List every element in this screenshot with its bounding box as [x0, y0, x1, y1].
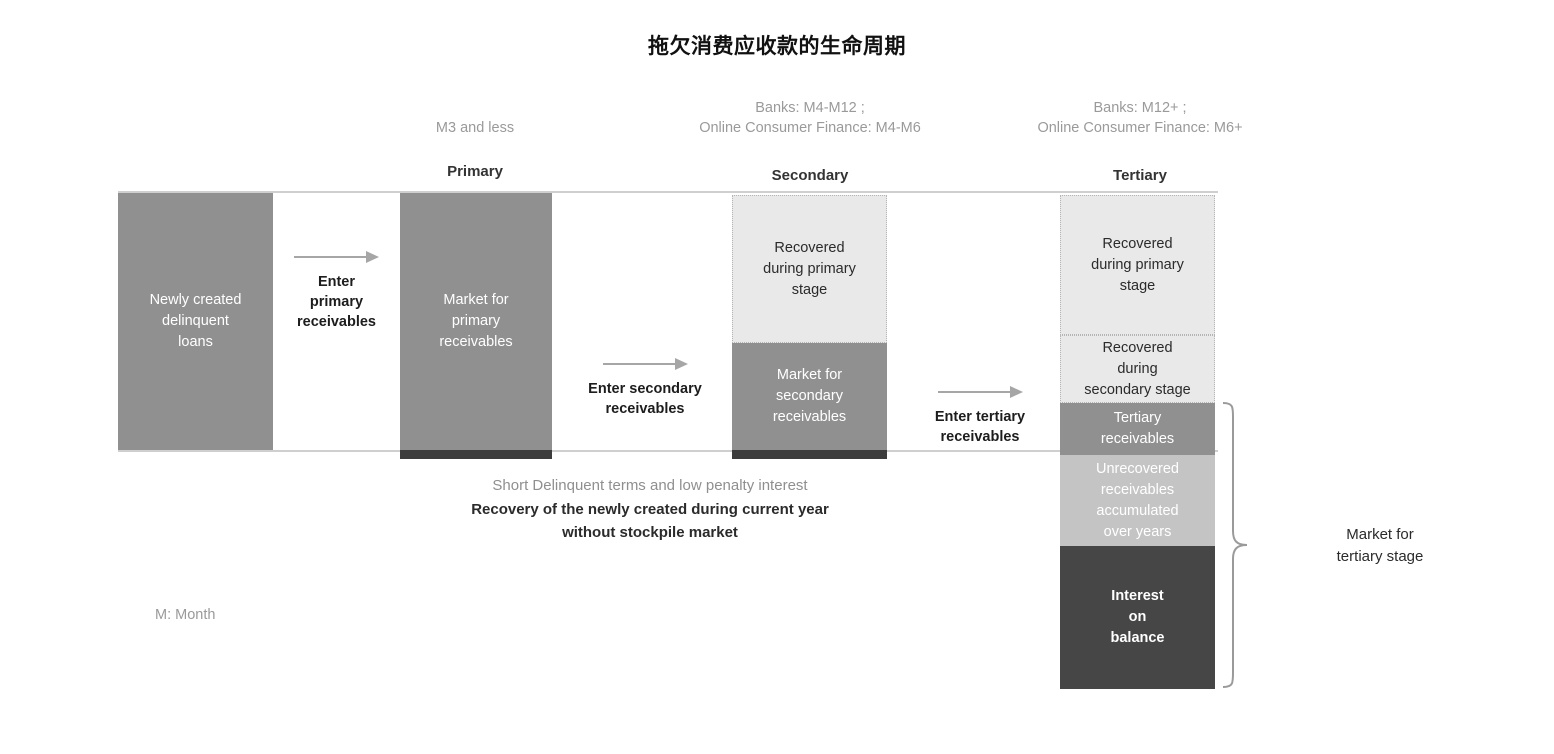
market-primary-base-bar — [400, 450, 552, 459]
legend-month-abbreviation: M: Month — [155, 607, 216, 623]
flow-enter-secondary-receivables: Enter secondary receivables — [560, 357, 730, 419]
box-label: Unrecovered receivables accumulated over… — [1095, 460, 1179, 540]
page-title: 拖欠消费应收款的生命周期 — [648, 35, 906, 58]
stage-period-secondary: Banks: M4-M12 ; Online Consumer Finance:… — [699, 100, 921, 136]
box-label: Recovered during primary stage — [1091, 235, 1184, 294]
box-label: Newly created delinquent loans — [149, 292, 242, 350]
box-market-for-secondary-receivables: Market for secondary receivables — [732, 343, 887, 450]
box-label: Market for secondary receivables — [772, 367, 847, 425]
brace-label-market-for-tertiary-stage: Market for tertiary stage — [1336, 526, 1424, 565]
chart-top-rule — [118, 191, 1218, 193]
chart-baseline — [118, 450, 1218, 452]
stage-period-tertiary: Banks: M12+ ; Online Consumer Finance: M… — [1037, 100, 1243, 136]
box-label: Recovered during secondary stage — [1084, 339, 1191, 398]
notes-block: Short Delinquent terms and low penalty i… — [330, 474, 970, 544]
box-interest-on-balance: Interest on balance — [1060, 546, 1215, 689]
flow-enter-tertiary-receivables: Enter tertiary receivables — [905, 385, 1055, 447]
flow-label: Enter primary receivables — [296, 274, 376, 330]
note-line-short-delinquent: Short Delinquent terms and low penalty i… — [492, 477, 808, 494]
flow-label: Enter tertiary receivables — [934, 409, 1026, 445]
note-line-recovery: Recovery of the newly created during cur… — [471, 501, 829, 541]
stage-period-primary: M3 and less — [435, 120, 515, 136]
box-recovered-during-primary-stage-secondary-column: Recovered during primary stage — [732, 195, 887, 343]
box-unrecovered-receivables-accumulated: Unrecovered receivables accumulated over… — [1060, 455, 1215, 546]
box-newly-created-delinquent-loans: Newly created delinquent loans — [118, 193, 273, 450]
market-secondary-base-bar — [732, 450, 887, 459]
box-recovered-during-primary-stage-tertiary-column: Recovered during primary stage — [1060, 195, 1215, 335]
arrow-right-icon — [294, 250, 379, 264]
stage-name-tertiary: Tertiary — [1113, 167, 1167, 184]
stage-name-primary: Primary — [447, 163, 503, 180]
flow-enter-primary-receivables: Enter primary receivables — [273, 250, 400, 332]
box-label: Tertiary receivables — [1100, 410, 1175, 447]
flow-label: Enter secondary receivables — [588, 381, 702, 417]
box-market-for-primary-receivables: Market for primary receivables — [400, 193, 552, 450]
tertiary-market-brace — [1221, 401, 1249, 689]
box-tertiary-receivables: Tertiary receivables — [1060, 403, 1215, 455]
box-recovered-during-secondary-stage: Recovered during secondary stage — [1060, 335, 1215, 403]
box-label: Market for primary receivables — [439, 292, 513, 350]
arrow-right-icon — [937, 385, 1023, 399]
box-label: Interest on balance — [1110, 588, 1165, 646]
stage-name-secondary: Secondary — [771, 167, 849, 184]
arrow-right-icon — [602, 357, 688, 371]
box-label: Recovered during primary stage — [763, 239, 856, 298]
